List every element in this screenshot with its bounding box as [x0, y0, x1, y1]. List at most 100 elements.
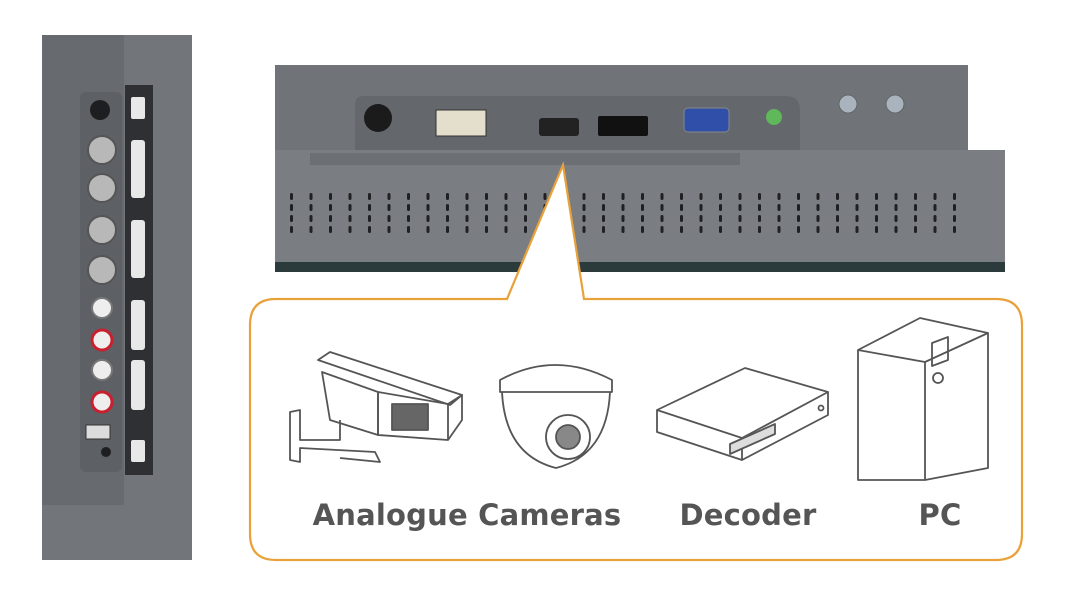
vent-slot	[602, 226, 605, 233]
vent-slot	[426, 226, 430, 233]
vent-slot	[699, 193, 703, 200]
vent-slot	[894, 193, 898, 200]
vent-slot	[407, 193, 410, 200]
vent-slot	[465, 215, 469, 222]
vent-slot	[426, 204, 430, 211]
vent-slot	[777, 193, 781, 200]
vent-slot	[621, 204, 625, 211]
decoder-icon	[656, 367, 829, 461]
vent-slot	[543, 193, 547, 200]
label-analogue-cameras: Analogue Cameras	[312, 498, 622, 532]
vent-slot	[329, 193, 332, 200]
vent-slot	[602, 204, 605, 211]
vent-slot	[309, 215, 313, 222]
vent-slot	[660, 193, 664, 200]
vent-slot	[953, 226, 956, 233]
vent-slot	[680, 193, 683, 200]
vent-slot	[446, 193, 449, 200]
vent-slot	[426, 193, 430, 200]
vent-slot	[368, 226, 371, 233]
dc-power-port-icon	[364, 104, 392, 132]
audio-port-icon	[766, 109, 782, 125]
vent-slot	[329, 215, 332, 222]
vent-slot	[387, 193, 391, 200]
vent-slot	[719, 226, 722, 233]
vent-slot	[368, 204, 371, 211]
callout-bubble	[248, 160, 1024, 562]
vent-slot	[738, 204, 742, 211]
displayport-icon	[598, 116, 648, 136]
vent-slot	[875, 204, 878, 211]
vent-slot	[621, 193, 625, 200]
vent-slot	[348, 226, 352, 233]
vent-slot	[816, 226, 820, 233]
vent-slot	[914, 193, 917, 200]
vent-slot	[680, 204, 683, 211]
vent-slot	[758, 215, 761, 222]
vent-slot	[407, 215, 410, 222]
bullet-camera-icon	[289, 351, 463, 463]
vent-slot	[797, 215, 800, 222]
vent-slot	[953, 204, 956, 211]
vent-slot	[290, 193, 293, 200]
vent-slot	[699, 215, 703, 222]
vent-slot	[582, 215, 586, 222]
vent-slot	[738, 193, 742, 200]
vent-slot	[855, 193, 859, 200]
vent-slot	[348, 193, 352, 200]
vent-slot	[387, 204, 391, 211]
vent-slot	[582, 226, 586, 233]
vent-slot	[446, 215, 449, 222]
vent-slot	[504, 215, 508, 222]
vent-slot	[933, 193, 937, 200]
vent-slot	[836, 215, 839, 222]
vent-slot	[426, 215, 430, 222]
vent-slot	[777, 204, 781, 211]
vent-slot	[894, 226, 898, 233]
vent-slot	[641, 204, 644, 211]
vent-slot	[699, 204, 703, 211]
vent-slot	[387, 226, 391, 233]
vent-slot	[485, 215, 488, 222]
vent-slot	[699, 226, 703, 233]
vent-slot	[504, 193, 508, 200]
vent-slot	[933, 226, 937, 233]
vent-slot	[953, 215, 956, 222]
vent-slot	[680, 226, 683, 233]
vent-slot	[894, 204, 898, 211]
vent-slot	[524, 204, 527, 211]
vent-slot	[641, 193, 644, 200]
hdmi-port-icon	[539, 118, 579, 136]
vent-slot	[348, 215, 352, 222]
vent-slot	[797, 204, 800, 211]
vent-slot	[816, 193, 820, 200]
vent-slot	[660, 226, 664, 233]
vent-slot	[914, 204, 917, 211]
vent-slot	[933, 204, 937, 211]
vent-slot	[719, 193, 722, 200]
vent-slot	[777, 215, 781, 222]
label-decoder: Decoder	[679, 498, 817, 532]
vent-slot	[719, 204, 722, 211]
side-panel-photo	[42, 35, 192, 560]
label-pc: PC	[918, 498, 962, 532]
vent-slot	[641, 215, 644, 222]
vent-slot	[524, 193, 527, 200]
vent-slot	[368, 215, 371, 222]
vent-slot	[914, 226, 917, 233]
vent-slot	[660, 204, 664, 211]
vent-slot	[290, 215, 293, 222]
vent-slot	[875, 215, 878, 222]
vent-slot	[446, 226, 449, 233]
vent-slot	[465, 204, 469, 211]
vent-slot	[875, 226, 878, 233]
vent-slot	[309, 204, 313, 211]
vent-slot	[602, 215, 605, 222]
vent-slot	[777, 226, 781, 233]
vent-slot	[816, 215, 820, 222]
vent-slot	[719, 215, 722, 222]
vent-slot	[953, 193, 956, 200]
vent-slot	[660, 215, 664, 222]
vent-slot	[485, 226, 488, 233]
vent-slot	[387, 215, 391, 222]
